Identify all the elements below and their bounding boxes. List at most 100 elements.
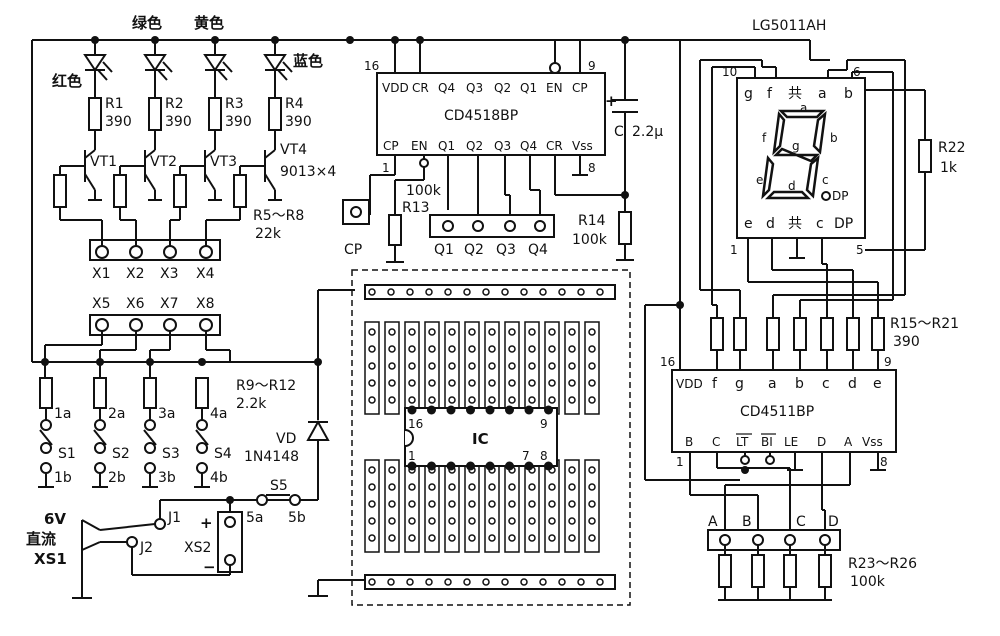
s3-contact-a: 3a — [158, 406, 176, 422]
r23-r26-value: 100k — [850, 574, 886, 590]
breadboard-hole — [568, 362, 576, 370]
decoder-bot-vss: Vss — [862, 435, 883, 449]
x3-label: X3 — [160, 266, 179, 282]
breadboard-hole — [463, 578, 471, 586]
decoder-top-e: e — [873, 376, 882, 392]
counter-ic — [369, 36, 629, 263]
breadboard-hole — [588, 396, 596, 404]
breadboard-hole — [425, 288, 433, 296]
breadboard-hole — [588, 534, 596, 542]
seg-dp-label: DP — [832, 189, 848, 203]
breadboard-hole — [588, 362, 596, 370]
label-red: 红色 — [52, 72, 82, 90]
cap-plus: + — [605, 92, 618, 110]
display-top-com: 共 — [788, 86, 802, 102]
s4-label: S4 — [214, 446, 232, 462]
breadboard-hole — [588, 379, 596, 387]
breadboard-hole — [448, 483, 456, 491]
breadboard-hole — [468, 517, 476, 525]
counter-pin16: 16 — [364, 59, 379, 73]
breadboard-bottom-strip — [368, 578, 604, 586]
r1-value: 390 — [105, 114, 132, 130]
counter-top-cp: CP — [572, 81, 588, 95]
decoder-top-a: a — [768, 376, 777, 392]
breadboard-columns-top — [364, 321, 600, 415]
breadboard-hole — [368, 396, 376, 404]
breadboard-hole — [448, 500, 456, 508]
breadboard-hole — [428, 483, 436, 491]
breadboard-hole — [528, 534, 536, 542]
breadboard-hole — [548, 362, 556, 370]
breadboard-hole — [387, 288, 395, 296]
ic-pin — [505, 405, 514, 415]
s4-contact-a: 4a — [210, 406, 228, 422]
diode-vd — [306, 289, 355, 500]
breadboard-hole — [408, 379, 416, 387]
ic-pin — [524, 405, 534, 415]
breadboard-hole — [539, 288, 547, 296]
decoder-pin16: 16 — [660, 355, 675, 369]
breadboard-top-strip — [368, 288, 604, 296]
r5-r8-name: R5～R8 — [253, 208, 304, 224]
breadboard-hole — [428, 362, 436, 370]
breadboard-hole — [428, 517, 436, 525]
ic-pin16: 16 — [408, 417, 423, 431]
r2-value: 390 — [165, 114, 192, 130]
r4-name: R4 — [285, 96, 304, 112]
breadboard-hole — [408, 534, 416, 542]
counter-top-q2: Q2 — [494, 81, 511, 95]
breadboard-hole — [568, 500, 576, 508]
breadboard-hole — [368, 328, 376, 336]
breadboard-hole — [368, 466, 376, 474]
x5-label: X5 — [92, 296, 111, 312]
breadboard-hole — [528, 379, 536, 387]
breadboard-hole — [468, 534, 476, 542]
decoder-part: CD4511BP — [740, 404, 814, 420]
x8-label: X8 — [196, 296, 215, 312]
seg-f-label: f — [762, 131, 767, 145]
s4-contact-b: 4b — [210, 470, 228, 486]
display-bot-com: 共 — [788, 216, 802, 232]
transistor-part: 9013×4 — [280, 164, 336, 180]
counter-bot-vss: Vss — [572, 139, 593, 153]
breadboard-hole — [408, 362, 416, 370]
counter-bot-q1: Q1 — [438, 139, 455, 153]
breadboard-hole — [368, 500, 376, 508]
ic-pin — [407, 405, 417, 415]
breadboard-hole — [508, 483, 516, 491]
breadboard-hole — [508, 362, 516, 370]
vt2-label: VT2 — [150, 154, 177, 170]
x6-label: X6 — [126, 296, 145, 312]
breadboard-hole — [568, 396, 576, 404]
breadboard-hole — [568, 328, 576, 336]
breadboard-hole — [468, 362, 476, 370]
q-output-strip — [429, 214, 555, 238]
breadboard-hole — [488, 534, 496, 542]
breadboard-hole — [520, 288, 528, 296]
breadboard-hole — [508, 396, 516, 404]
s2-contact-b: 2b — [108, 470, 126, 486]
breadboard-columns-bottom — [364, 459, 600, 553]
breadboard-hole — [388, 466, 396, 474]
ic-pin — [544, 405, 553, 415]
decoder-bot-bi: BI — [761, 435, 773, 449]
breadboard-hole — [408, 396, 416, 404]
seg-d-label: d — [788, 179, 796, 193]
breadboard-hole — [428, 345, 436, 353]
breadboard-hole — [508, 500, 516, 508]
display-part: LG5011AH — [752, 18, 826, 34]
breadboard-hole — [568, 466, 576, 474]
breadboard-hole — [482, 288, 490, 296]
breadboard-hole — [488, 345, 496, 353]
display-top-b: b — [844, 86, 853, 102]
seg-c-label: c — [822, 173, 829, 187]
breadboard-hole — [368, 517, 376, 525]
decoder-top-d: d — [848, 376, 857, 392]
breadboard-hole — [448, 328, 456, 336]
breadboard-hole — [588, 500, 596, 508]
r15-r21-value: 390 — [893, 334, 920, 350]
breadboard-hole — [588, 345, 596, 353]
decoder-top-f: f — [712, 376, 718, 392]
j2-label: J2 — [139, 540, 153, 556]
counter-top-q1: Q1 — [520, 81, 537, 95]
